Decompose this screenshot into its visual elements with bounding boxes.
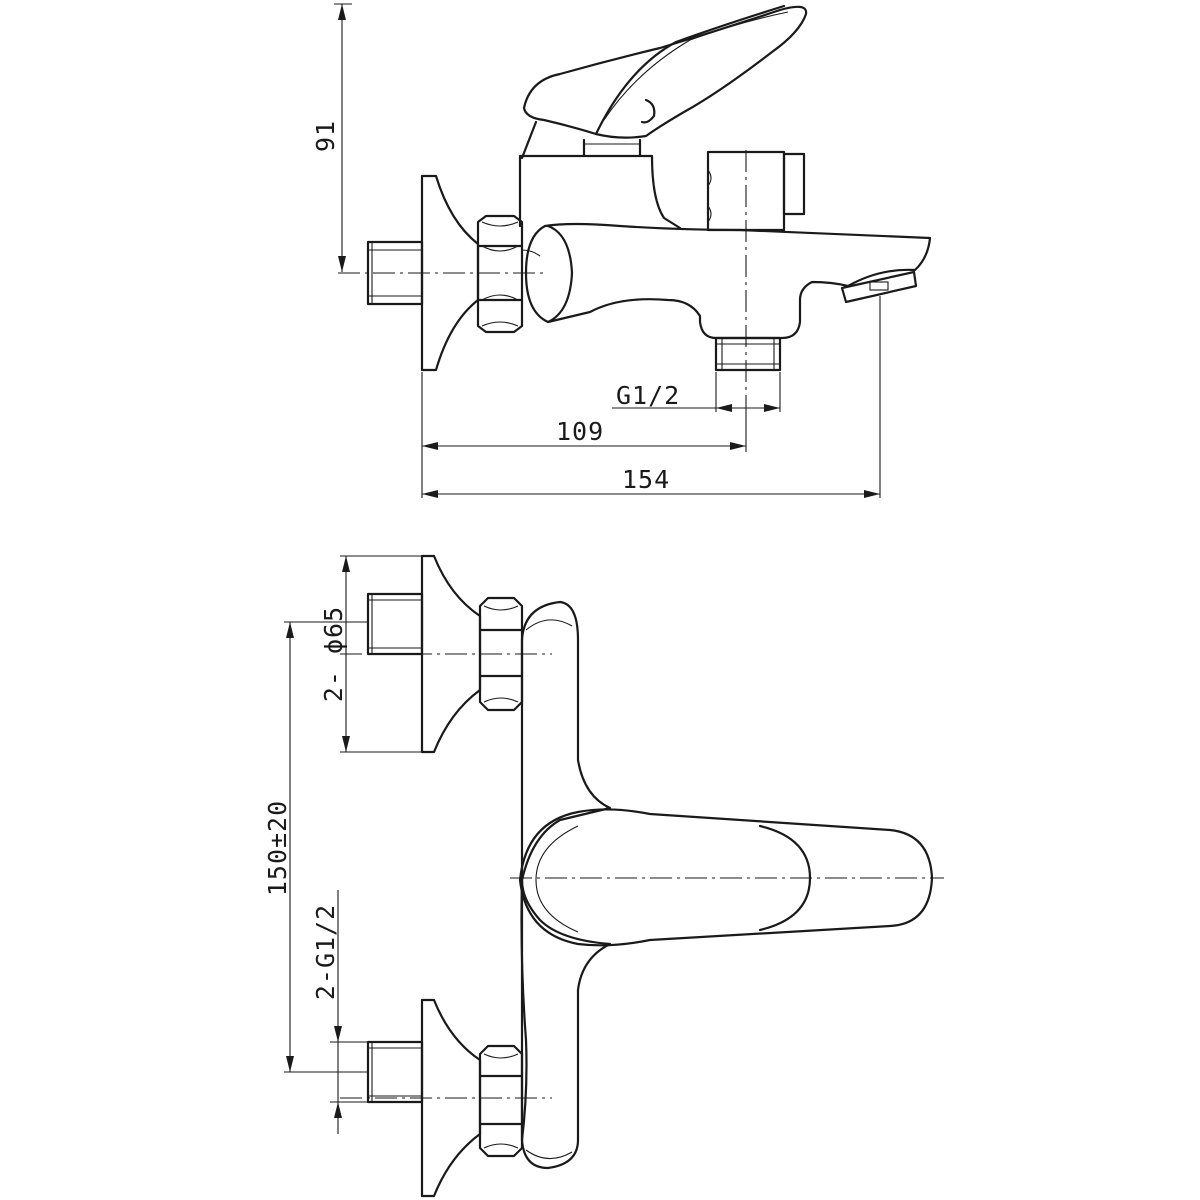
dim-inlet-spacing-label: 150±20 bbox=[263, 800, 292, 896]
top-lever-handle bbox=[518, 808, 934, 947]
top-lower-inlet-thread bbox=[366, 1040, 424, 1104]
top-lower-hex-nut bbox=[478, 1044, 524, 1158]
side-hex-nut bbox=[476, 214, 524, 334]
dim-height-label: 91 bbox=[311, 120, 340, 152]
side-cartridge-housing bbox=[518, 154, 682, 230]
side-aerator bbox=[840, 270, 918, 304]
side-lever-handle bbox=[522, 5, 808, 139]
top-view bbox=[340, 554, 944, 1198]
side-shower-outlet bbox=[714, 336, 782, 372]
top-view-dimensions: 2- ϕ65 150±20 2-G1/2 bbox=[263, 555, 422, 1134]
dim-inlet-thread-label: G1/2 bbox=[616, 381, 680, 410]
top-mixer-body bbox=[520, 600, 612, 1170]
side-view-dimensions: 91 G1/2 109 154 bbox=[311, 3, 881, 498]
dim-flange-diameter-label: 2- ϕ65 bbox=[319, 606, 348, 702]
side-view bbox=[338, 4, 932, 410]
top-upper-inlet-thread bbox=[366, 592, 424, 656]
dim-overall-length-label: 154 bbox=[622, 465, 670, 494]
dim-inlet-threads-label: 2-G1/2 bbox=[311, 904, 340, 1000]
dim-centre-distance-label: 109 bbox=[556, 417, 604, 446]
